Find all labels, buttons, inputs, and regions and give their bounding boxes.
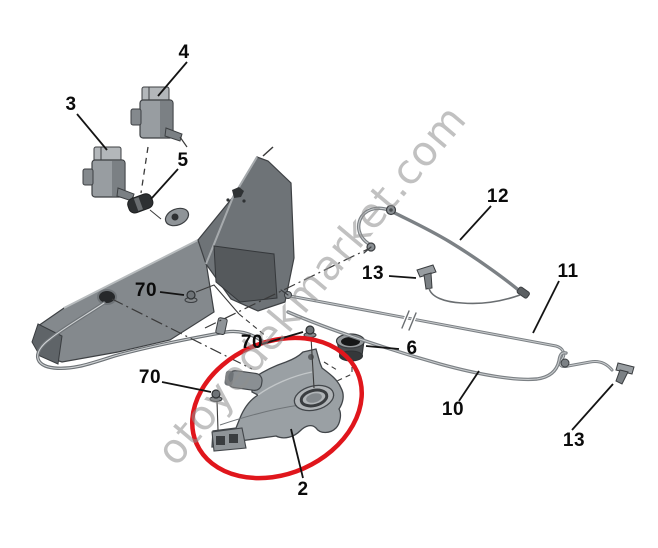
part-label-10: 10: [441, 399, 465, 420]
jet-13-b: [615, 362, 635, 385]
part-label-3: 3: [65, 94, 77, 115]
reservoir-tank: [31, 146, 295, 365]
part-label-5: 5: [177, 150, 189, 171]
pump-barrel: [224, 370, 263, 391]
part-label-70-b: 70: [240, 332, 264, 353]
brand-emblem: [226, 187, 246, 203]
screw-70-a: [184, 290, 198, 303]
part-label-13-a: 13: [361, 263, 385, 284]
ear-hole: [308, 354, 314, 360]
screw-70-b: [303, 325, 317, 389]
filler-ring: [293, 384, 335, 412]
hose-11: [280, 289, 614, 372]
part-label-13-b: 13: [562, 430, 586, 451]
part-label-4: 4: [178, 42, 190, 63]
washer-pump-4: [130, 86, 188, 148]
hose-clip: [215, 317, 228, 335]
part-label-2: 2: [297, 479, 309, 500]
mount-foot: [211, 427, 247, 452]
leader-lines: [76, 61, 614, 479]
part-label-6: 6: [406, 338, 418, 359]
jet-13-a: [416, 264, 521, 305]
grommet-5: [127, 193, 154, 214]
hose-10: [286, 310, 568, 382]
part-label-12: 12: [486, 186, 510, 207]
part-label-11: 11: [557, 261, 579, 282]
pump-mount-hole: [97, 289, 117, 305]
hose-12: [356, 204, 530, 299]
part-label-70-c: 70: [138, 367, 162, 388]
highlight-ellipse: [189, 335, 365, 481]
washer-pump-3: [82, 146, 141, 204]
reservoir-hose: [36, 301, 264, 371]
screw-70-c: [209, 389, 223, 431]
reservoir-lower-part-2: [211, 348, 344, 452]
part-label-70-a: 70: [134, 280, 158, 301]
hose-break-marks: [400, 309, 418, 332]
alignment-lines: [111, 146, 369, 382]
